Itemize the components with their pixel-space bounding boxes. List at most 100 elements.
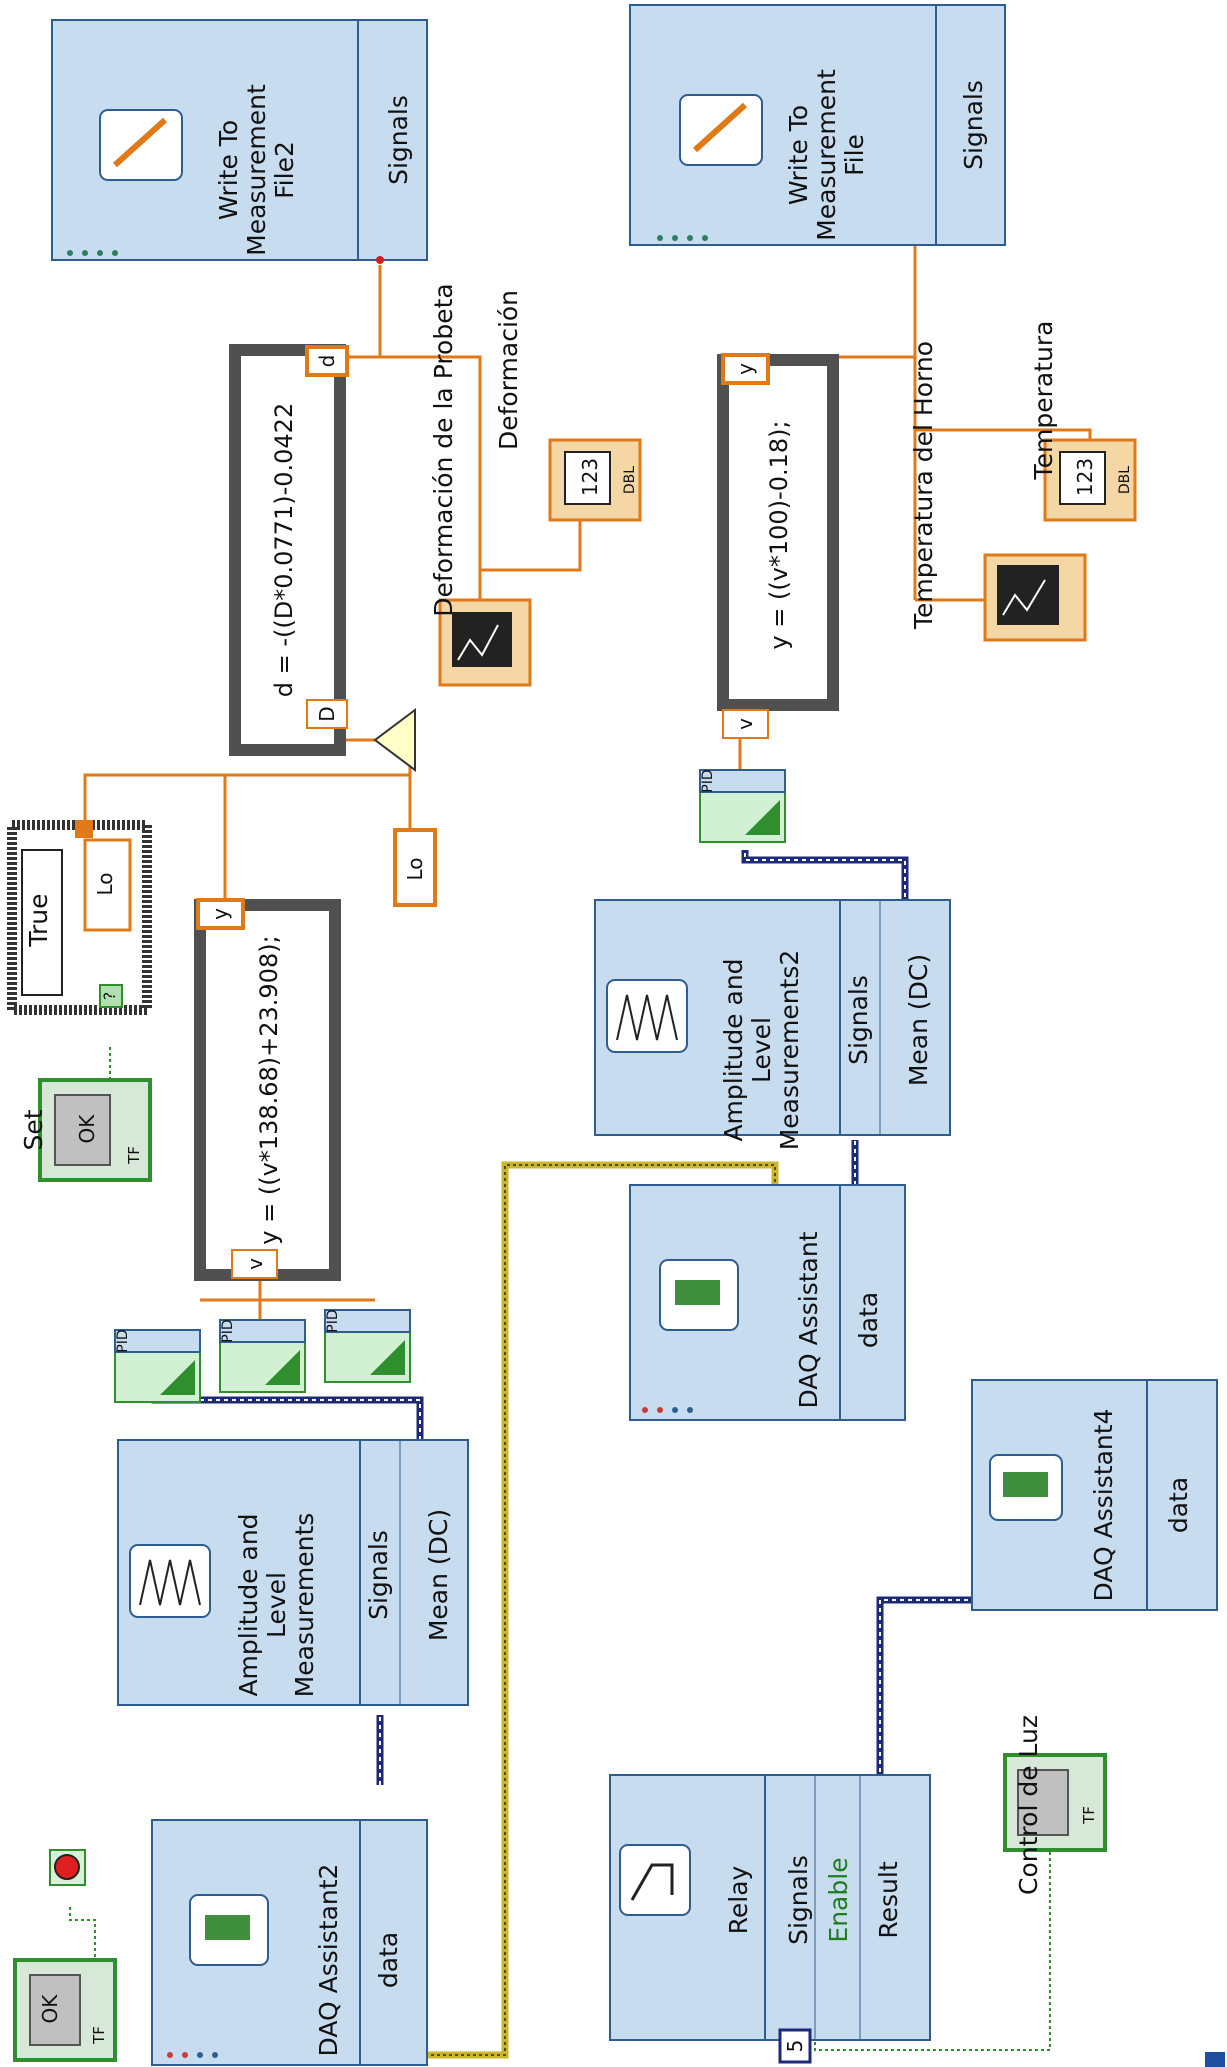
pencil-icon-stroke [692,102,748,153]
amp-level2-signals[interactable]: Signals [844,975,873,1065]
amplitude-level2-vi[interactable] [594,899,951,1136]
formula-output-terminal[interactable] [196,898,245,930]
formula-deformation-text[interactable]: d = -((D*0.0771)-0.0422 [270,402,298,698]
relay-enable[interactable]: Enable [824,1857,853,1943]
relay-result[interactable]: Result [874,1861,903,1939]
terminal-dot [376,256,384,264]
formula-input-terminal[interactable] [722,709,769,739]
stop-ok-label: OK [38,1994,62,2024]
pid-fir-block-3[interactable] [324,1309,411,1383]
set-label: Set [19,1109,48,1151]
dbl-tag-1: DBL [622,465,638,495]
waveform-measure-icon [606,979,688,1053]
set-button-control[interactable] [38,1078,152,1182]
formula-temperature-text[interactable]: y = ((v*100)-0.18); [765,420,793,650]
amp-level2-mean[interactable]: Mean (DC) [904,953,933,1087]
control-luz-label: Control de Luz [1014,1715,1043,1895]
case-structure[interactable] [7,820,152,1015]
constant-five[interactable] [778,2028,812,2064]
chart-icon [452,612,512,667]
pencil-icon-stroke [112,117,168,168]
set-tf-tag: TF [125,1146,143,1164]
daq-assistant-vi[interactable] [629,1184,906,1421]
formula-node-temperature[interactable] [717,353,839,739]
temperatura-chart-indicator[interactable] [983,553,1087,642]
daq-assistant4-vi[interactable] [971,1379,1218,1611]
deformacion-numeric-indicator[interactable] [548,438,642,522]
daq-board-icon [1003,1472,1048,1497]
subtract-function[interactable] [373,708,416,772]
chart-icon [997,565,1059,625]
formula-node-voltage[interactable] [194,898,341,1281]
amp-level-mean[interactable]: Mean (DC) [424,1508,453,1642]
case-question-label: ? [100,991,119,1001]
formula-output-terminal[interactable] [305,345,349,377]
wire-amp2-to-pid[interactable] [741,850,909,905]
deformacion-probeta-label: Deformación de la Probeta [429,283,458,617]
write-measurement-file2-vi[interactable] [51,19,428,264]
write-measurement-file-vi[interactable] [629,4,1006,246]
formula-input-terminal[interactable] [231,1249,278,1279]
daq4-title: DAQ Assistant4 [1089,1408,1118,1602]
amplitude-level-vi[interactable] [117,1439,469,1706]
shift-register-label: Lo [93,872,117,896]
write-file2-title: Write To Measurement File2 [214,84,299,256]
case-selector[interactable] [21,849,63,996]
pid-label-3: PID [325,1309,341,1333]
pid-label-4: PID [700,769,716,793]
formula-deformation-input: D [315,706,339,722]
tunnel [75,820,93,838]
wire-deformation-branch[interactable] [380,355,482,570]
deformacion-chart-indicator[interactable] [438,598,532,687]
pid-label-2: PID [220,1319,236,1343]
shift-register[interactable] [83,838,132,932]
stop-button-control[interactable] [13,1958,117,2062]
stop-icon[interactable] [49,1849,86,1886]
fir-filter-icon [160,1360,195,1395]
pid-label-1: PID [115,1329,131,1353]
temperatura-numeric-indicator[interactable] [1043,438,1137,522]
relay-signals[interactable]: Signals [784,1855,813,1945]
case-selector-label[interactable]: True [24,893,53,947]
formula-voltage-input: v [243,1258,267,1270]
deformacion-numeric-value: 123 [578,457,602,497]
formula-input-terminal[interactable] [306,699,348,729]
control-luz-toggle[interactable] [1003,1753,1107,1852]
wire-voltage-to-case[interactable] [83,773,225,830]
pid-fir-block-1[interactable] [114,1329,201,1403]
temperatura-numeric-value: 123 [1073,457,1097,497]
wire-deformacion-numeric[interactable] [480,520,582,572]
daq2-title: DAQ Assistant2 [314,1863,343,2057]
fir-filter-icon [370,1340,405,1375]
temperatura-horno-label: Temperatura del Horno [909,341,938,630]
daq4-data[interactable]: data [1164,1476,1193,1534]
temperatura-label: Temperatura [1029,320,1058,480]
formula-voltage-text[interactable]: y = ((v*138.68)+23.908); [255,935,283,1245]
relay-title: Relay [724,1865,753,1935]
relay-vi[interactable] [609,1774,931,2041]
wire-deformation-to-file[interactable] [340,265,382,359]
daq-data[interactable]: data [854,1291,883,1349]
pid-fir-block-4[interactable] [699,769,786,843]
daq-assistant2-vi[interactable] [151,1819,428,2066]
deformacion-label: Deformación [494,289,523,451]
formula-output-terminal[interactable] [721,353,770,385]
amp-level-signals[interactable]: Signals [364,1530,393,1620]
daq2-data[interactable]: data [374,1931,403,1989]
wire-stop[interactable] [69,1905,96,1975]
relay-switch-icon [619,1844,691,1916]
write-file-signals[interactable]: Signals [959,80,988,170]
switch-icon-shape [630,1863,674,1901]
stop-tf-tag: TF [90,2026,108,2044]
pid-fir-block-2[interactable] [219,1319,306,1393]
constant-five-label: 5 [783,2039,807,2053]
daq-title: DAQ Assistant [794,1231,823,1409]
control-luz-tf-tag: TF [1080,1806,1098,1824]
dbl-tag-2: DBL [1117,465,1133,495]
write-file2-signals[interactable]: Signals [384,95,413,185]
local-variable-lo[interactable] [393,828,437,907]
formula-temperature-output: y [733,363,757,375]
case-selector-terminal[interactable] [99,984,123,1008]
formula-node-deformation[interactable] [229,344,349,756]
